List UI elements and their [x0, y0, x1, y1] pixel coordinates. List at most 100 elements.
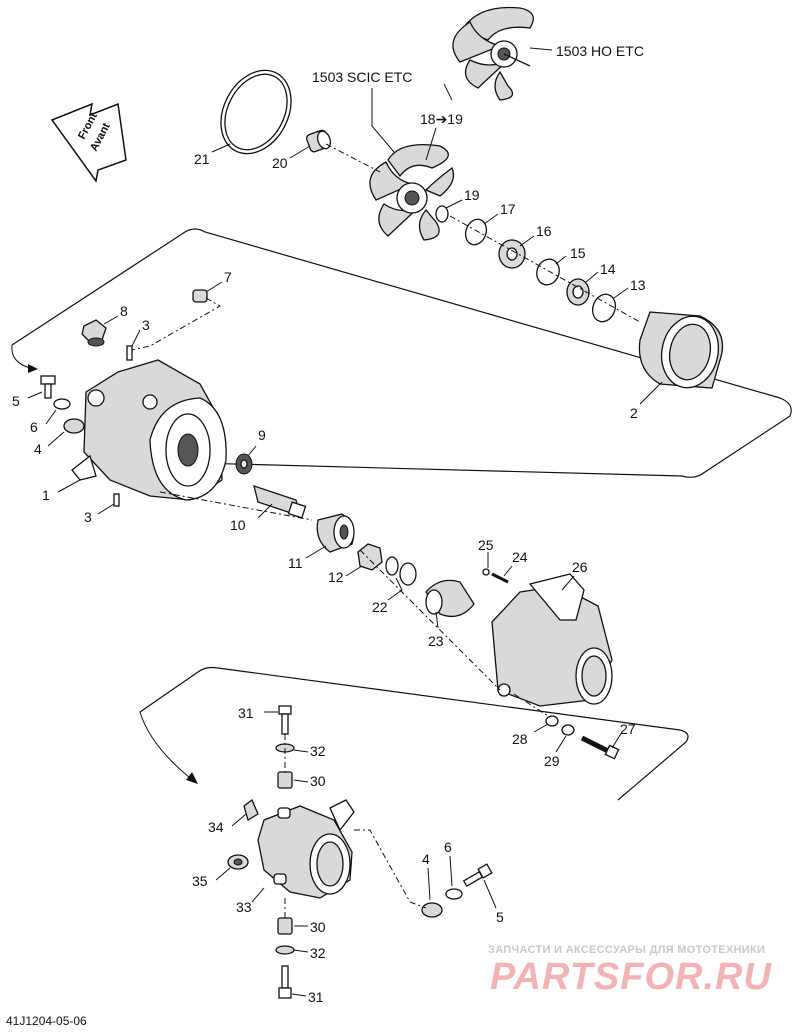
label-part-35: 35 — [192, 873, 208, 889]
washer-part-25 — [482, 568, 490, 576]
label-part-19: 19 — [464, 187, 480, 203]
label-part-26: 26 — [572, 559, 588, 575]
oring-part-22-a — [385, 556, 399, 576]
label-part-13: 13 — [630, 277, 646, 293]
label-part-24: 24 — [512, 549, 528, 565]
label-part-23: 23 — [428, 633, 444, 649]
label-part-28: 28 — [512, 731, 528, 747]
ring-part-13 — [591, 293, 617, 323]
group-arrowhead-upper — [28, 364, 38, 373]
label-part-32-lower: 32 — [310, 945, 326, 961]
screw-part-3-lower — [113, 493, 120, 507]
label-part-11: 11 — [288, 555, 303, 571]
label-part-14: 14 — [600, 261, 616, 277]
label-part-30-upper: 30 — [310, 773, 326, 789]
oring-part-19 — [435, 205, 449, 223]
bearing-part-11 — [316, 513, 355, 553]
label-part-21: 21 — [194, 151, 210, 167]
label-part-33: 33 — [236, 899, 252, 915]
label-part-29: 29 — [544, 753, 560, 769]
cone-part-23 — [425, 579, 475, 618]
callout-scic: 1503 SCIC ETC — [312, 69, 412, 85]
label-part-8: 8 — [120, 303, 128, 319]
label-part-16: 16 — [536, 223, 552, 239]
label-part-30-lower: 30 — [310, 919, 326, 935]
label-part-3-lower: 3 — [84, 509, 92, 525]
watermark-tagline: ЗАПЧАСТИ И АКСЕССУАРЫ ДЛЯ МОТОТЕХНИКИ — [488, 944, 766, 956]
washer-part-6-left — [53, 398, 71, 410]
axis-part7 — [131, 297, 222, 351]
bushing-part-20 — [306, 129, 332, 153]
bolt-part-31-lower — [278, 965, 292, 999]
cap-part-4-right — [421, 902, 443, 918]
washer-part-16 — [498, 239, 526, 269]
washer-part-6-right — [445, 888, 463, 900]
group-arrow-lower — [139, 711, 191, 779]
label-part-27: 27 — [620, 721, 636, 737]
label-part-4-left: 4 — [34, 441, 42, 457]
bolt-part-31-upper — [278, 705, 292, 735]
bolt-part-5-left — [40, 375, 56, 399]
label-part-25: 25 — [478, 537, 494, 553]
label-part-20: 20 — [272, 155, 288, 171]
front-arrow-icon: Front Avant — [50, 102, 127, 183]
clip-part-34 — [243, 798, 259, 821]
label-part-5-right: 5 — [496, 909, 504, 925]
label-part-15: 15 — [570, 245, 586, 261]
axis-upper — [325, 143, 641, 323]
watermark-brand: PARTSFOR.RU — [490, 956, 772, 998]
nozzle-part-33 — [257, 799, 355, 899]
axis-nozzle — [354, 829, 427, 909]
callout-ho: 1503 HO ETC — [556, 43, 644, 59]
seal-part-9 — [235, 453, 253, 475]
group-boundary-lower — [139, 666, 689, 801]
group-arrow-upper — [11, 344, 31, 369]
cup-part-35 — [227, 854, 249, 870]
label-part-17: 17 — [500, 201, 516, 217]
label-part-12: 12 — [328, 569, 344, 585]
label-part-31-lower: 31 — [308, 989, 324, 1005]
ring-part-21 — [220, 69, 292, 155]
wear-ring-part-2 — [638, 311, 724, 389]
bushing-part-30-upper — [277, 771, 293, 789]
venturi-part-26 — [491, 573, 613, 707]
label-part-5-left: 5 — [12, 393, 20, 409]
shaft-part-10 — [253, 485, 307, 519]
bearing-part-14 — [566, 278, 590, 306]
plug-part-7 — [192, 289, 208, 303]
label-part-3-upper: 3 — [142, 317, 150, 333]
leader-lines — [27, 47, 663, 997]
label-part-7: 7 — [224, 269, 232, 285]
impeller-scic — [369, 143, 455, 241]
label-part-34: 34 — [208, 819, 224, 835]
washer-part-28 — [545, 715, 559, 727]
group-arrowhead-lower — [186, 772, 198, 784]
cap-part-4-left — [63, 418, 85, 434]
label-part-31-upper: 31 — [238, 705, 254, 721]
bushing-part-30-lower — [277, 917, 293, 935]
drawing-code: 41J1204-05-06 — [6, 1014, 87, 1028]
label-part-32-upper: 32 — [310, 743, 326, 759]
impeller-ho — [452, 6, 534, 101]
group-boundary-upper — [11, 228, 792, 478]
washer-part-29 — [561, 724, 575, 736]
part-labels: 21 20 19 17 16 15 14 13 2 7 8 3 5 6 4 1 … — [12, 151, 646, 1005]
bolt-part-5-right — [462, 863, 493, 887]
label-part-2: 2 — [630, 405, 638, 421]
oring-part-22-b — [399, 562, 417, 586]
label-part-6-left: 6 — [30, 419, 38, 435]
label-part-4-right: 4 — [422, 851, 430, 867]
label-part-10: 10 — [230, 517, 246, 533]
nut-part-12 — [357, 543, 383, 571]
screw-part-27 — [580, 735, 620, 760]
screw-part-24 — [491, 572, 509, 584]
drain-plug-part-8 — [81, 319, 107, 347]
axis-lower — [159, 491, 549, 717]
ring-part-15 — [536, 258, 560, 286]
ring-part-17 — [464, 218, 488, 246]
washer-part-32-lower — [275, 945, 295, 955]
label-part-1: 1 — [42, 487, 50, 503]
pump-housing-part-1 — [71, 359, 227, 501]
label-part-22: 22 — [372, 599, 388, 615]
